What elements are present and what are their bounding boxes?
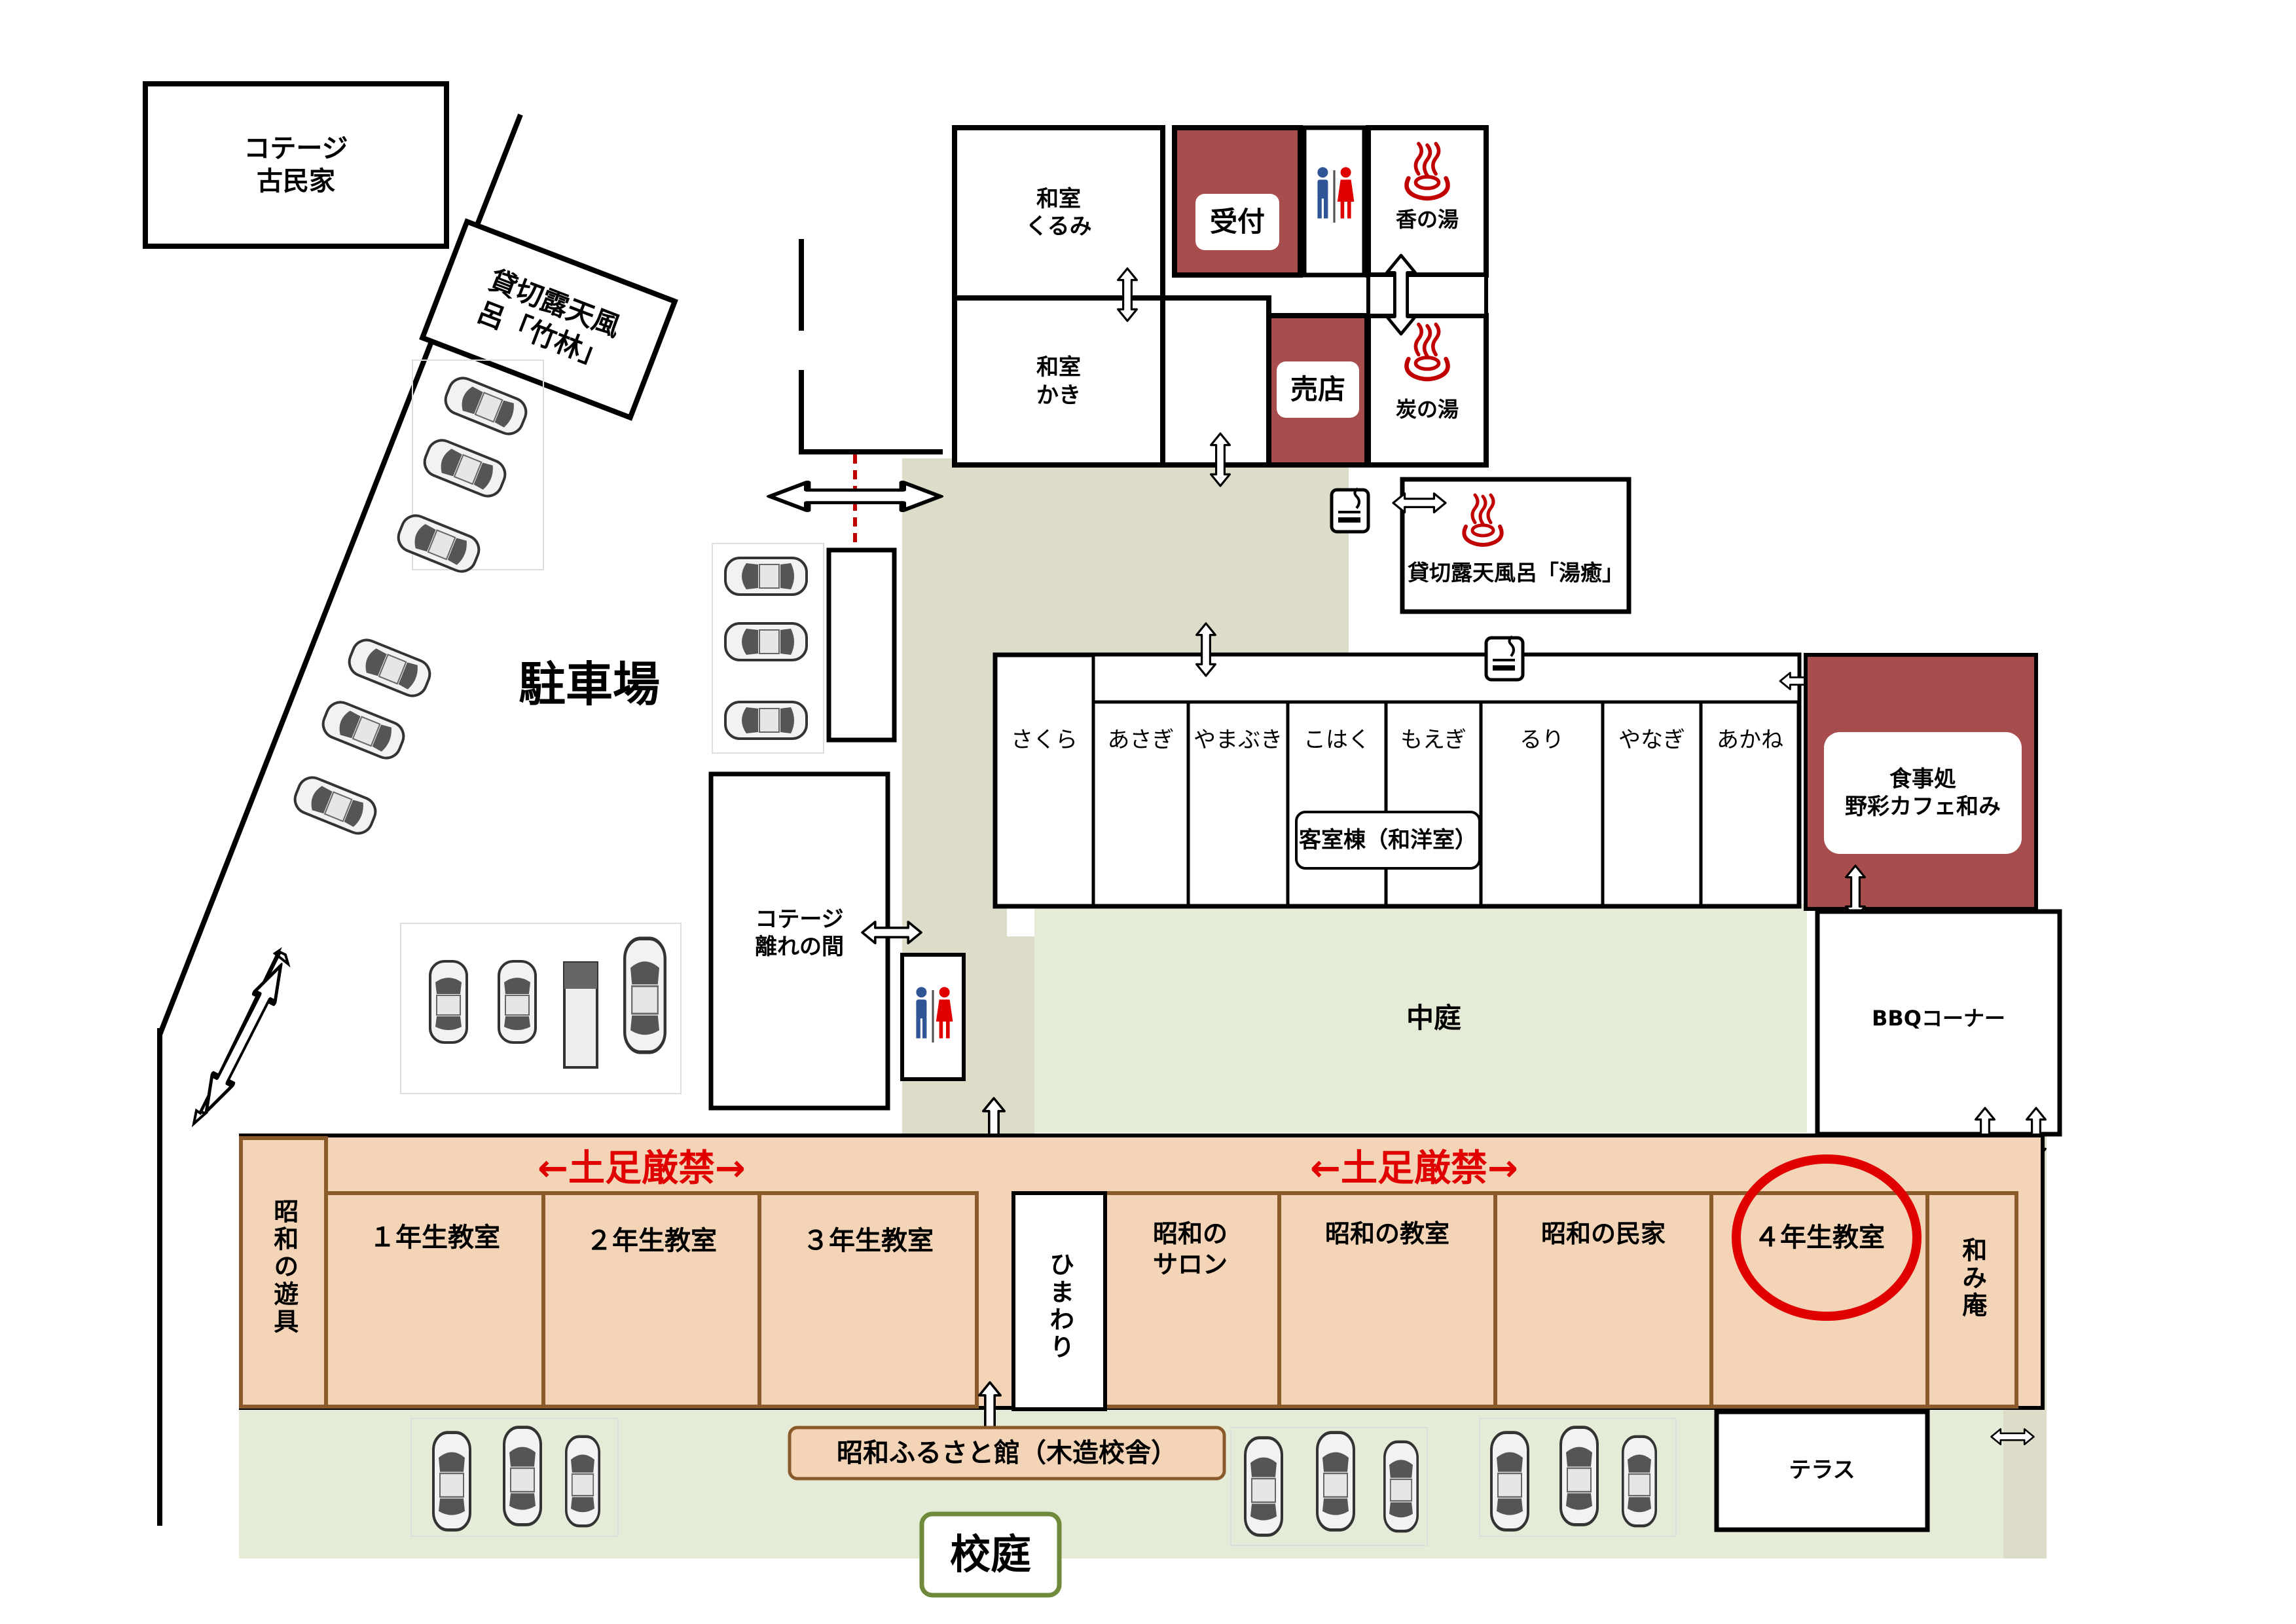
guest-room-dividers	[1091, 655, 1703, 906]
sumi-bath-label: 炭の湯	[1395, 397, 1459, 422]
courtyard-label: 中庭	[1406, 1001, 1461, 1034]
kaori-bath-label: 香の湯	[1395, 207, 1459, 232]
bbq-label: BBQコーナー	[1872, 1006, 2005, 1031]
guest-room-asagi[interactable]: あさぎ	[1107, 726, 1175, 753]
guest-room-yamabuki[interactable]: やまぶき	[1194, 726, 1283, 753]
showa-salon-label[interactable]: 昭和の サロン	[1152, 1219, 1228, 1280]
no-shoes-left-label: ←土足厳禁→	[538, 1147, 746, 1190]
two-way-arrow-icon	[191, 947, 291, 1128]
cottage-annex-box[interactable]	[708, 771, 890, 1111]
showa-classroom-label[interactable]: 昭和の教室	[1324, 1219, 1449, 1249]
guest-building-label-bg	[1295, 811, 1481, 870]
class1-label[interactable]: １年生教室	[369, 1223, 500, 1253]
cottage-old-house-label: コテージ 古民家	[244, 134, 348, 196]
terrace-box[interactable]	[1714, 1409, 1930, 1532]
schoolyard-label: 校庭	[949, 1530, 1031, 1579]
furusato-hall-label: 昭和ふるさと館（木造校舎）	[837, 1438, 1177, 1468]
highlight-circle	[1732, 1154, 1922, 1321]
guest-room-sakura[interactable]: さくら	[1011, 726, 1078, 753]
dining-label: 食事処 野彩カフェ和み	[1845, 766, 2001, 821]
himawari-box[interactable]	[1011, 1191, 1107, 1411]
reception-label-bg	[1195, 194, 1279, 250]
private-bath-bamboo-box[interactable]	[419, 218, 678, 421]
class3-label[interactable]: ３年生教室	[803, 1226, 934, 1256]
storage-building	[826, 547, 897, 743]
smoking-area-icon	[1486, 637, 1523, 680]
school-room-outlines	[239, 1136, 2018, 1409]
courtyard-green	[1034, 904, 1807, 1133]
class2-label[interactable]: ２年生教室	[586, 1226, 717, 1256]
shop-label: 売店	[1290, 373, 1345, 405]
parking-bottom-right	[1479, 1418, 1677, 1537]
nagomi-an-label: 和み庵	[1958, 1237, 1987, 1320]
guest-room-yanagi[interactable]: やなぎ	[1618, 726, 1685, 753]
parking-bottom-left	[410, 1418, 619, 1537]
parking-bottom-mid	[1230, 1427, 1428, 1546]
parking-left-mid	[289, 634, 435, 840]
parking-label: 駐車場	[518, 657, 660, 712]
himawari-label: ひまわり	[1045, 1251, 1074, 1361]
cottage-old-house-box[interactable]	[143, 81, 449, 249]
washitsu-kaki-label: 和室 かき	[1036, 354, 1081, 409]
guest-room-kohaku[interactable]: こはく	[1303, 726, 1370, 753]
shop-label-bg	[1277, 361, 1359, 418]
dining-label-bg	[1824, 732, 2022, 854]
washitsu-kurumi-label: 和室 くるみ	[1025, 185, 1092, 240]
terrace-label: テラス	[1789, 1456, 1855, 1483]
schoolyard-label-bg	[919, 1511, 1062, 1598]
two-way-arrow-icon	[196, 960, 291, 1116]
cottage-annex-label: コテージ 離れの間	[755, 906, 844, 961]
parking-left-top	[393, 360, 544, 578]
guest-corridor	[1091, 653, 1801, 704]
guest-building-label: 客室棟（和洋室）	[1299, 826, 1477, 853]
class4-label[interactable]: ４年生教室	[1754, 1223, 1885, 1253]
guest-room-moegi[interactable]: もえぎ	[1400, 726, 1467, 753]
showa-house-label[interactable]: 昭和の民家	[1540, 1219, 1666, 1249]
kaori-bath-box[interactable]	[1366, 125, 1489, 278]
furusato-hall-label-bg	[788, 1426, 1226, 1481]
showa-toys-label: 昭和の遊具	[269, 1198, 299, 1336]
guest-room-ruri[interactable]: るり	[1520, 726, 1564, 753]
private-bath-yuyu-label: 貸切露天風呂「湯癒」	[1408, 560, 1624, 586]
smoking-area-icon	[1332, 489, 1368, 532]
no-shoes-right-label: ←土足厳禁→	[1310, 1147, 1518, 1190]
washitsu-kaki-box[interactable]	[952, 295, 1165, 468]
path-ground	[1165, 458, 1349, 655]
bbq-box[interactable]	[1815, 909, 2062, 1137]
parking-center	[712, 543, 824, 754]
guest-room-akane[interactable]: あかね	[1717, 726, 1783, 753]
parking-lower	[400, 923, 682, 1094]
restroom-box	[900, 953, 966, 1081]
bath-corridor	[1366, 273, 1488, 318]
reception-label: 受付	[1209, 205, 1265, 238]
